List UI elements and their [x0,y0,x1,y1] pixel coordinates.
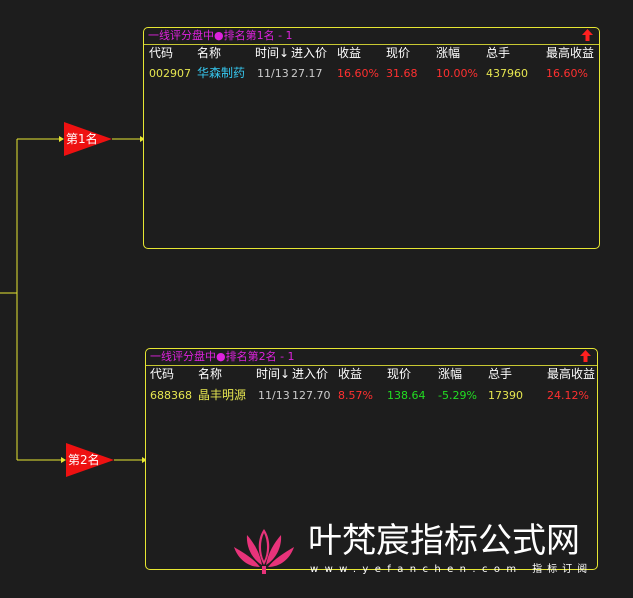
current-price: 31.68 [386,67,418,80]
watermark-name: 叶梵宸指标公式网 [308,521,580,561]
rank1-flag [64,122,112,156]
profit: 8.57% [338,389,373,402]
col-volume[interactable]: 总手 [488,367,513,381]
col-max-profit[interactable]: 最高收益 [546,46,595,60]
change-percent: 10.00% [436,67,478,80]
total-volume: 437960 [486,67,528,80]
lotus-logo-icon [234,529,294,574]
col-time[interactable]: 时间↓ [255,46,290,60]
rank1-label: 第1名 [66,132,98,146]
max-profit: 16.60% [546,67,588,80]
watermark-sub: 指标订阅 [532,564,593,575]
title-divider [146,365,597,366]
stock-code: 002907 [149,67,191,80]
col-profit[interactable]: 收益 [338,367,363,381]
col-code[interactable]: 代码 [150,367,175,381]
stock-name: 晶丰明源 [198,388,247,402]
current-price: 138.64 [387,389,426,402]
stock-code: 688368 [150,389,192,402]
col-price[interactable]: 现价 [387,367,412,381]
panel-title: 一线评分盘中●排名第1名 - 1 [148,29,293,42]
rank2-flag [66,443,114,477]
col-entry-price[interactable]: 进入价 [291,46,328,60]
col-price[interactable]: 现价 [386,46,411,60]
col-change[interactable]: 涨幅 [438,367,463,381]
total-volume: 17390 [488,389,523,402]
col-name[interactable]: 名称 [197,46,222,60]
col-time[interactable]: 时间↓ [256,367,291,381]
up-arrow-icon[interactable] [580,350,591,362]
profit: 16.60% [337,67,379,80]
col-code[interactable]: 代码 [149,46,174,60]
ranking-panel-2: 一线评分盘中●排名第2名 - 1 代码 名称 时间↓ 进入价 收益 现价 涨幅 … [145,348,598,570]
entry-time: 11/13 [258,389,290,402]
col-profit[interactable]: 收益 [337,46,362,60]
stock-name: 华森制药 [197,66,246,80]
change-percent: -5.29% [438,389,477,402]
col-entry-price[interactable]: 进入价 [292,367,329,381]
col-change[interactable]: 涨幅 [436,46,461,60]
entry-price: 127.70 [292,389,331,402]
watermark-url: www.yefanchen.com 指标订阅 [310,564,593,575]
rank2-label: 第2名 [68,453,100,467]
col-max-profit[interactable]: 最高收益 [547,367,596,381]
max-profit: 24.12% [547,389,589,402]
panel-title: 一线评分盘中●排名第2名 - 1 [150,350,295,363]
entry-time: 11/13 [257,67,289,80]
col-name[interactable]: 名称 [198,367,223,381]
ranking-panel-1: 一线评分盘中●排名第1名 - 1 代码 名称 时间↓ 进入价 收益 现价 涨幅 … [143,27,600,249]
up-arrow-icon[interactable] [582,29,593,41]
entry-price: 27.17 [291,67,323,80]
title-divider [144,44,599,45]
col-volume[interactable]: 总手 [486,46,511,60]
